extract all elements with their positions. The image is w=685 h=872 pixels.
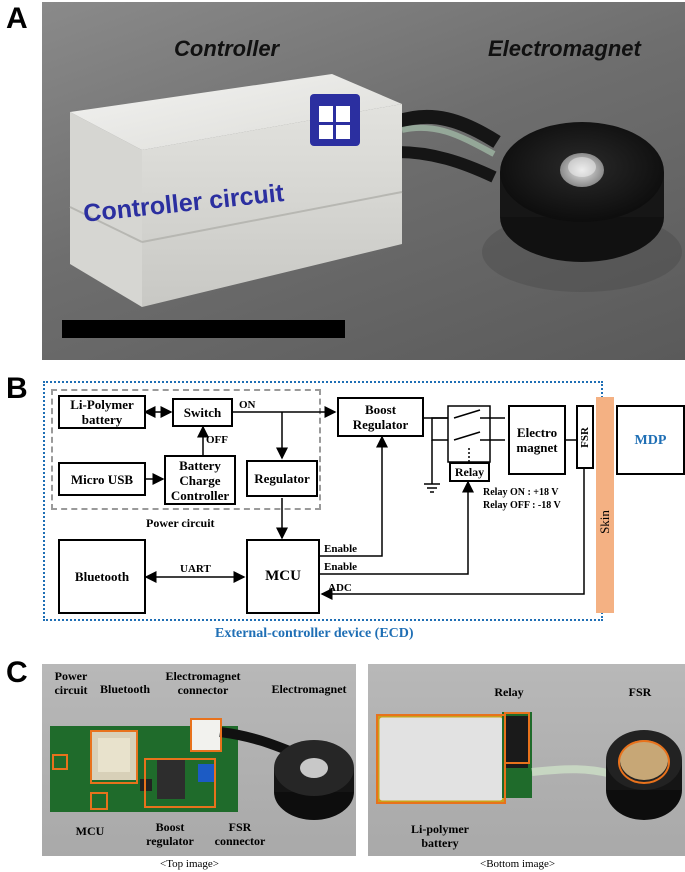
relay-on-label: Relay ON : +18 V: [483, 487, 559, 498]
on-label: ON: [239, 399, 256, 411]
panel-a-label-electromagnet: Electromagnet: [488, 36, 641, 61]
li-polymer-battery-box: Li-Polymer battery: [58, 395, 146, 429]
label-fsr-connector: FSR connector: [214, 820, 266, 848]
skin-label: Skin: [597, 510, 612, 534]
panel-a-label-controller: Controller: [174, 36, 280, 61]
label-mcu-c: MCU: [75, 824, 105, 838]
adc-label: ADC: [328, 582, 352, 594]
callout-boost: [144, 758, 216, 808]
uart-label: UART: [180, 563, 211, 575]
caption-top-image: <Top image>: [160, 858, 219, 870]
callout-mcu: [90, 792, 108, 810]
label-power-circuit: Power circuit: [54, 669, 88, 697]
university-seal-logo: [310, 94, 360, 146]
panel-c-letter: C: [6, 656, 28, 689]
power-circuit-label: Power circuit: [146, 516, 215, 530]
callout-fsr: [618, 740, 670, 784]
panel-a-photo: Controller Electromagnet Controller circ…: [42, 2, 685, 360]
regulator-box: Regulator: [246, 460, 318, 497]
battery-charge-controller-box: Battery Charge Controller: [164, 455, 236, 505]
enable-relay-label: Enable: [324, 561, 358, 573]
fsr-box: FSR: [576, 405, 594, 469]
boost-regulator-box: Boost Regulator: [337, 397, 424, 437]
panel-a-illustration: [62, 74, 682, 338]
electromagnet-box: Electro magnet: [508, 405, 566, 475]
label-boost-c: Boost regulator: [146, 820, 194, 848]
relay-off-label: Relay OFF : -18 V: [483, 500, 561, 511]
callout-power-circuit: [52, 754, 68, 770]
callout-relay: [504, 712, 530, 764]
fsr-label: FSR: [578, 426, 591, 448]
label-li-polymer-c: Li-polymer battery: [411, 822, 469, 850]
off-label: OFF: [206, 434, 228, 446]
mcu-box: MCU: [246, 539, 320, 614]
callout-bluetooth: [90, 730, 138, 784]
power-circuit-boundary: [51, 389, 321, 510]
ecd-label: External-controller device (ECD): [215, 626, 414, 641]
bottom-image-photo: [368, 664, 685, 856]
skin-strip: [596, 397, 614, 613]
mdp-box: MDP: [616, 405, 685, 475]
label-relay-c: Relay: [494, 685, 524, 699]
panel-b-letter: B: [6, 372, 28, 405]
scale-bar: [62, 320, 345, 338]
label-fsr-c: FSR: [628, 685, 652, 699]
callout-em-connector: [190, 718, 222, 752]
relay-box: Relay: [449, 462, 490, 482]
callout-li-polymer: [376, 714, 506, 804]
panel-a-letter: A: [6, 2, 28, 35]
switch-box: Switch: [172, 398, 233, 427]
micro-usb-box: Micro USB: [58, 462, 146, 496]
top-image-photo: [42, 664, 356, 856]
label-electromagnet-c: Electromagnet: [271, 682, 347, 696]
enable-boost-label: Enable: [324, 543, 358, 555]
label-bluetooth-c: Bluetooth: [99, 682, 150, 696]
label-em-connector: Electromagnet connector: [165, 669, 241, 697]
bluetooth-box: Bluetooth: [58, 539, 146, 614]
caption-bottom-image: <Bottom image>: [480, 858, 556, 870]
